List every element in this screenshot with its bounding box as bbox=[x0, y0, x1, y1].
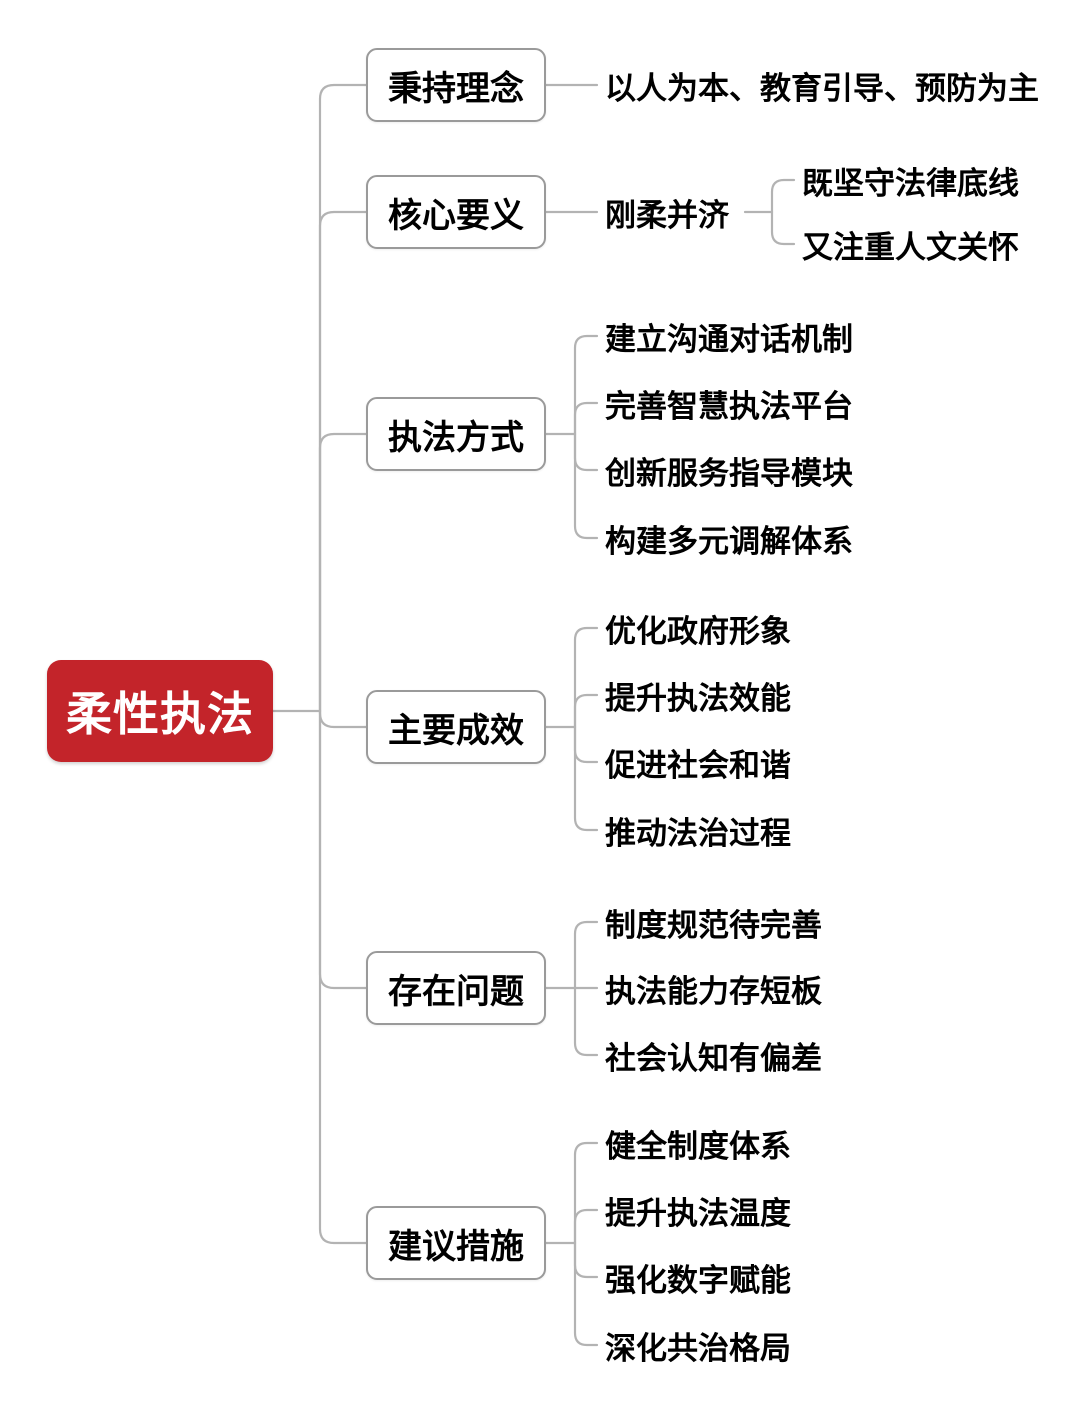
leaf-node[interactable]: 社会认知有偏差 bbox=[605, 1040, 822, 1076]
leaf-node[interactable]: 执法能力存短板 bbox=[605, 973, 822, 1009]
branch-node-main-achievements[interactable]: 主要成效 bbox=[366, 690, 546, 764]
leaf-node[interactable]: 健全制度体系 bbox=[605, 1128, 791, 1164]
branch-node-core-essence[interactable]: 核心要义 bbox=[366, 175, 546, 249]
leaf-node[interactable]: 提升执法温度 bbox=[605, 1195, 791, 1231]
branch-node-existing-problems[interactable]: 存在问题 bbox=[366, 951, 546, 1025]
leaf-node[interactable]: 提升执法效能 bbox=[605, 680, 791, 716]
branch-node-guiding-philosophy[interactable]: 秉持理念 bbox=[366, 48, 546, 122]
leaf-node[interactable]: 推动法治过程 bbox=[605, 815, 791, 851]
root-node[interactable]: 柔性执法 bbox=[47, 660, 273, 762]
leaf-node[interactable]: 完善智慧执法平台 bbox=[605, 388, 853, 424]
leaf-node[interactable]: 制度规范待完善 bbox=[605, 907, 822, 943]
leaf-node[interactable]: 优化政府形象 bbox=[605, 613, 791, 649]
leaf-node[interactable]: 构建多元调解体系 bbox=[605, 523, 853, 559]
leaf-node[interactable]: 创新服务指导模块 bbox=[605, 455, 853, 491]
leaf-node[interactable]: 刚柔并济 bbox=[605, 197, 729, 233]
leaf-node[interactable]: 以人为本、教育引导、预防为主 bbox=[605, 70, 1039, 106]
leaf-node[interactable]: 强化数字赋能 bbox=[605, 1262, 791, 1298]
leaf-node[interactable]: 深化共治格局 bbox=[605, 1330, 791, 1366]
leaf-node[interactable]: 建立沟通对话机制 bbox=[605, 321, 853, 357]
leaf-node[interactable]: 既坚守法律底线 bbox=[802, 165, 1019, 201]
branch-node-enforcement-methods[interactable]: 执法方式 bbox=[366, 397, 546, 471]
leaf-node[interactable]: 又注重人文关怀 bbox=[802, 229, 1019, 265]
leaf-node[interactable]: 促进社会和谐 bbox=[605, 747, 791, 783]
branch-node-suggested-measures[interactable]: 建议措施 bbox=[366, 1206, 546, 1280]
